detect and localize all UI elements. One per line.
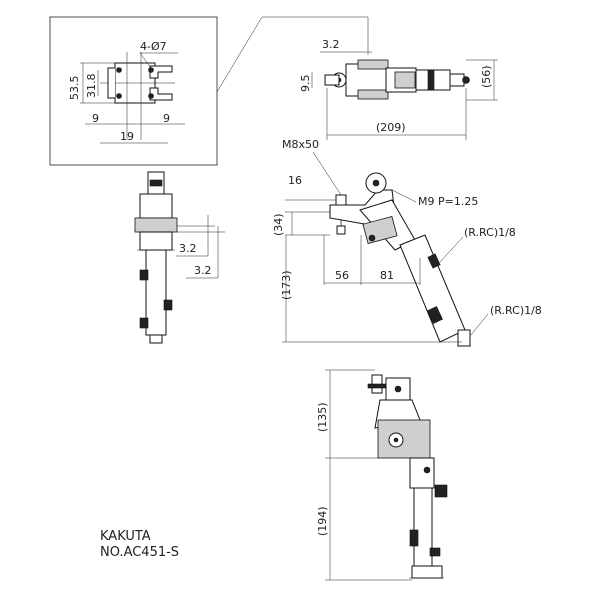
front-view: 3.2 3.2: [134, 171, 225, 344]
dim-inner-height: 31.8: [85, 74, 98, 99]
side-view: M8x50 M9 P=1.25 (R.RC)1/8 (R.RC)1/8 16: [272, 138, 542, 347]
dim-overall-height: (56): [480, 65, 493, 88]
top-view: 3.2 9.5 (56) (209): [299, 38, 498, 140]
maker-name: KAKUTA: [100, 529, 151, 544]
dim-left-offset: 9: [92, 112, 99, 125]
port-label-upper: (R.RC)1/8: [464, 226, 516, 239]
dim-outer-height: 53.5: [68, 76, 81, 101]
dim-flange: 16: [288, 174, 302, 187]
dim-spacing: 19: [120, 130, 134, 143]
port-label-lower: (R.RC)1/8: [490, 304, 542, 317]
dim-right-offset: 9: [163, 112, 170, 125]
dim-horiz-right: 81: [380, 269, 394, 282]
dim-width: 3.2: [322, 38, 340, 51]
thread-label: M9 P=1.25: [418, 195, 478, 208]
dim-offset: (34): [272, 213, 285, 236]
bolt-label: M8x50: [282, 138, 319, 151]
dim-upper: (135): [316, 402, 329, 432]
dim-lower: (194): [316, 506, 329, 536]
detail-frame: [49, 16, 218, 166]
detail-leader-line: [216, 16, 369, 93]
bottom-view: (135) (194): [316, 369, 448, 581]
dim-upper: 3.2: [179, 242, 197, 255]
detail-view: 4-Ø7 53.5 31.8 9 9 19: [49, 16, 369, 166]
dim-height: (173): [280, 270, 293, 300]
hole-label: 4-Ø7: [140, 40, 167, 53]
model-number: NO.AC451-S: [100, 545, 179, 560]
dim-overall-length: (209): [376, 121, 406, 134]
dim-height: 9.5: [299, 75, 312, 93]
dim-lower: 3.2: [194, 264, 212, 277]
dim-horiz-left: 56: [335, 269, 349, 282]
title-block: KAKUTA NO.AC451-S: [100, 529, 179, 560]
